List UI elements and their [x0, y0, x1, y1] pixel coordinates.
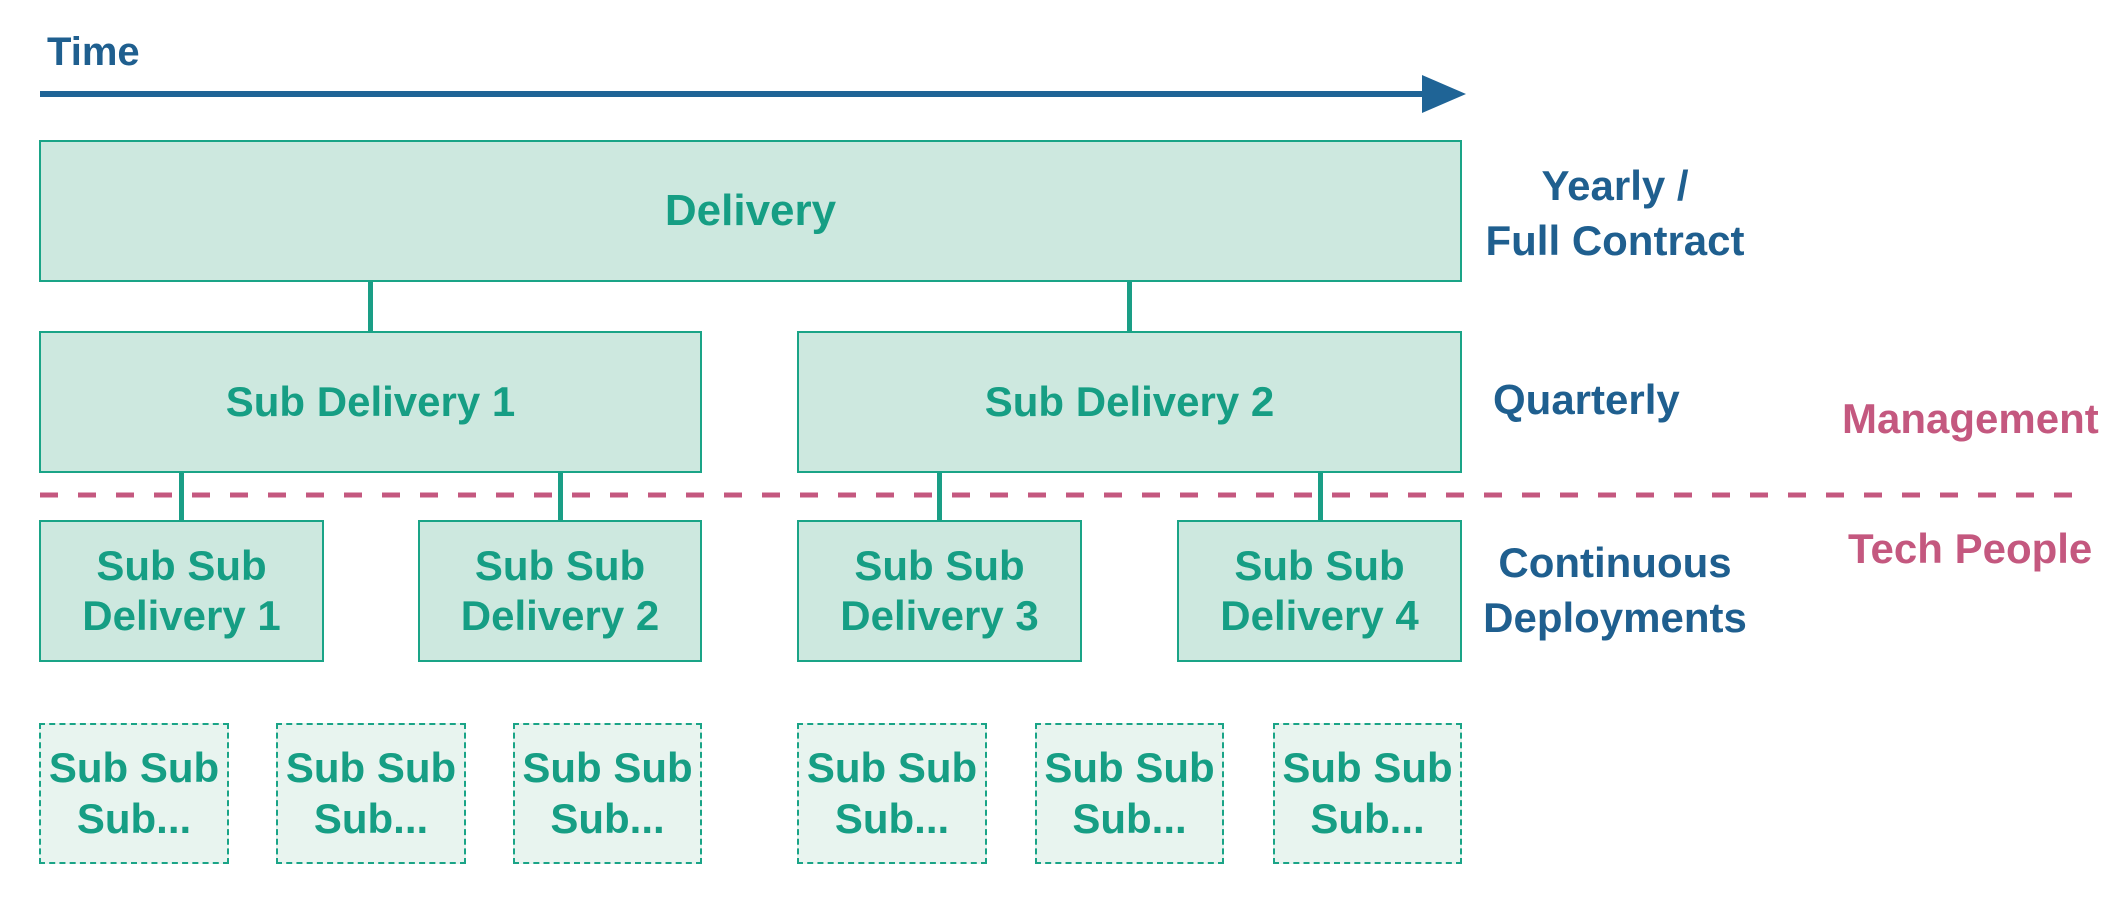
sub-sub-sub-3-line2: Sub... [550, 794, 665, 842]
sub-sub-sub-5-line1: Sub Sub [1044, 744, 1215, 792]
yearly-label: Yearly / Full Contract [1480, 158, 1750, 269]
time-arrow [40, 75, 1466, 113]
sub-sub-sub-6-line1: Sub Sub [1282, 744, 1453, 792]
connector-delivery-sub2 [1127, 281, 1132, 332]
sub-sub-sub-3-line1: Sub Sub [522, 744, 693, 792]
sub-sub-sub-4-box: Sub Sub Sub... [797, 723, 987, 864]
sub-delivery-2-label: Sub Delivery 2 [984, 377, 1275, 425]
tech-people-label: Tech People [1848, 525, 2093, 572]
yearly-label-line2: Full Contract [1485, 217, 1745, 265]
connector-delivery-sub1 [368, 281, 373, 332]
sub-sub-sub-2-box: Sub Sub Sub... [276, 723, 466, 864]
sub-sub-sub-2-line1: Sub Sub [285, 744, 457, 792]
connector-sub1-subsub2 [558, 472, 563, 522]
connector-sub2-subsub4 [1318, 472, 1323, 522]
sub-sub-delivery-4-line1: Sub Sub [1234, 541, 1405, 589]
sub-sub-sub-1-line1: Sub Sub [48, 744, 220, 792]
continuous-label-line1: Continuous [1498, 539, 1732, 586]
sub-sub-sub-1-box: Sub Sub Sub... [39, 723, 229, 864]
sub-sub-sub-4-line1: Sub Sub [806, 744, 978, 792]
sub-sub-sub-6-line2: Sub... [1310, 794, 1425, 842]
sub-sub-delivery-2-line1: Sub Sub [474, 541, 646, 589]
continuous-label-line2: Deployments [1483, 594, 1747, 642]
sub-sub-delivery-1-line2: Delivery 1 [82, 592, 281, 639]
continuous-label: Continuous Deployments [1480, 535, 1750, 646]
delivery-label: Delivery [664, 185, 837, 235]
time-label: Time [47, 30, 140, 74]
sub-sub-delivery-2-line2: Delivery 2 [460, 592, 660, 639]
sub-sub-sub-5-line2: Sub... [1072, 794, 1187, 842]
management-label: Management [1842, 395, 2099, 442]
connector-sub1-subsub1 [179, 472, 184, 522]
quarterly-label: Quarterly [1493, 376, 1680, 423]
sub-sub-sub-4-line2: Sub... [834, 794, 950, 842]
sub-sub-delivery-1-box: Sub Sub Delivery 1 [39, 520, 324, 662]
delivery-box: Delivery [39, 140, 1462, 282]
sub-sub-delivery-4-box: Sub Sub Delivery 4 [1177, 520, 1462, 662]
sub-sub-delivery-2-box: Sub Sub Delivery 2 [418, 520, 702, 662]
sub-sub-sub-5-box: Sub Sub Sub... [1035, 723, 1224, 864]
sub-sub-delivery-3-line1: Sub Sub [854, 541, 1025, 589]
sub-delivery-1-label: Sub Delivery 1 [225, 377, 516, 425]
sub-sub-delivery-3-line2: Delivery 3 [840, 592, 1039, 639]
sub-sub-sub-3-box: Sub Sub Sub... [513, 723, 702, 864]
connector-sub2-subsub3 [937, 472, 942, 522]
sub-sub-sub-6-box: Sub Sub Sub... [1273, 723, 1462, 864]
sub-sub-sub-1-line2: Sub... [76, 794, 192, 842]
sub-sub-delivery-4-line2: Delivery 4 [1220, 592, 1419, 639]
sub-sub-delivery-3-box: Sub Sub Delivery 3 [797, 520, 1082, 662]
management-tech-divider [40, 492, 2080, 498]
sub-sub-sub-2-line2: Sub... [313, 794, 429, 842]
yearly-label-line1: Yearly / [1541, 162, 1689, 209]
sub-delivery-2-box: Sub Delivery 2 [797, 331, 1462, 473]
sub-delivery-1-box: Sub Delivery 1 [39, 331, 702, 473]
sub-sub-delivery-1-line1: Sub Sub [96, 541, 267, 589]
